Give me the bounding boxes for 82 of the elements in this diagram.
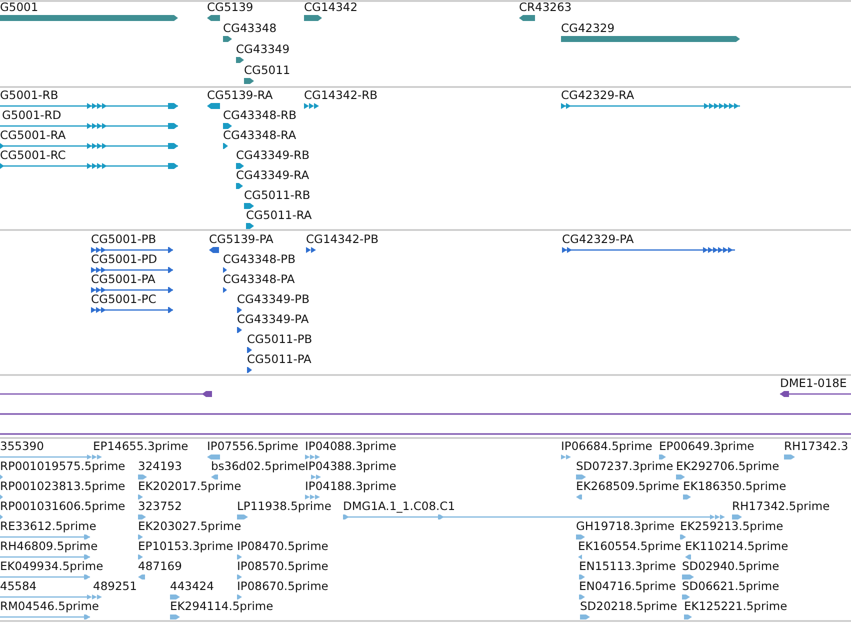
feature-label: RM04546.5prime [0,600,99,612]
feature-label: CG14342 [304,1,358,13]
feature-label: 487169 [138,560,182,572]
feature-label: CG14342-PB [306,233,378,245]
feature-label: IP06684.5prime [561,440,652,452]
feature-label: CG43348-RA [223,129,296,141]
feature-label: RP001023813.5prime [0,480,126,492]
feature-label: SD02940.5prime [682,560,780,572]
feature-label: EP00649.3prime [659,440,754,452]
feature-label: CG5001-PB [91,233,156,245]
feature-label: CG42329-PA [562,233,634,245]
feature-label: IP08670.5prime [237,580,328,592]
feature-label: CG43348-RB [223,109,297,121]
feature-label: CG5001-PC [91,293,156,305]
feature-label: 323752 [138,500,182,512]
feature-label: IP04388.3prime [305,460,396,472]
feature-label: EK125221.5prime [684,600,788,612]
feature-label: GH19718.3prime [576,520,675,532]
feature-label: 355390 [0,440,44,452]
feature-label: EP14655.3prime [93,440,188,452]
feature-label: 443424 [170,580,214,592]
feature-label: CG5139-RA [207,89,273,101]
feature-label: EN04716.5prime [579,580,676,592]
feature-label: EK049934.5prime [0,560,104,572]
feature-label: IP07556.5prime [207,440,298,452]
feature-label: EK292706.5prime [676,460,780,472]
feature-label: CG5001-RA [0,129,66,141]
feature-label: EK202017.5prime [138,480,242,492]
feature-label: CG43349-RA [236,169,310,181]
feature-label: RH46809.5prime [0,540,98,552]
feature-label: EN15113.3prime [579,560,676,572]
feature-label: DME1-018E [780,377,847,389]
feature-label: CG5139 [207,1,254,13]
feature-label: CG43348 [223,22,277,34]
feature-label: RH17342.5prime [732,500,830,512]
feature-label: EK186350.5prime [683,480,786,492]
feature-label: DMG1A.1_1.C08.C1 [343,500,456,512]
feature-label: CG43349-PA [237,313,309,325]
feature-label: CR43263 [519,1,572,13]
feature-label: IP04088.3prime [305,440,396,452]
feature-label: SD20218.5prime [580,600,678,612]
feature-label: 324193 [138,460,182,472]
feature-label: RE33612.5prime [0,520,96,532]
feature-label: CG43349-RB [236,149,310,161]
feature-label: CG43348-PB [223,253,296,265]
feature-label: SD07237.3prime [576,460,674,472]
feature-label: bs36d02.5prime [211,460,306,472]
feature-label: CG5001-PA [91,273,156,285]
feature-label: EK110214.5prime [685,540,788,552]
feature-label: CG5011-RA [246,209,312,221]
feature-label: EP10153.3prime [138,540,234,552]
feature-label: CG43349 [236,43,290,55]
feature-label: CG5011 [244,64,290,76]
feature-label: CG42329 [561,22,615,34]
feature-label: CG5001-PD [91,253,158,265]
feature-label: CG5011-PA [247,353,312,365]
feature-label: IP04188.3prime [305,480,396,492]
feature-label: CG43349-PB [237,293,310,305]
feature-label: EK294114.5prime [170,600,274,612]
feature-label: IP08470.5prime [237,540,328,552]
feature-label: CG43348-PA [223,273,295,285]
feature-label: 45584 [0,580,37,592]
feature-label: G5001-RB [0,89,58,101]
feature-label: 489251 [93,580,137,592]
feature-label: IP08570.5prime [237,560,328,572]
feature-label: LP11938.5prime [237,500,332,512]
feature-label: EK160554.5prime [578,540,682,552]
feature-label: EK203027.5prime [138,520,242,532]
feature-label: CG5139-PA [209,233,274,245]
feature-label: RP001019575.5prime [0,460,126,472]
feature-label: CG5001-RC [0,149,66,161]
feature-label: EK259213.5prime [680,520,784,532]
feature-label: CG5011-RB [244,189,310,201]
feature-label: G5001 [0,1,38,13]
feature-label: G5001-RD [2,109,62,121]
feature-label: CG14342-RB [304,89,378,101]
feature-label: EK268509.5prime [576,480,680,492]
feature-label: SD06621.5prime [682,580,780,592]
feature-label: CG5011-PB [247,333,312,345]
feature-label: RH17342.3 [784,440,848,452]
feature-label: CG42329-RA [561,89,634,101]
feature-label: RP001031606.5prime [0,500,126,512]
